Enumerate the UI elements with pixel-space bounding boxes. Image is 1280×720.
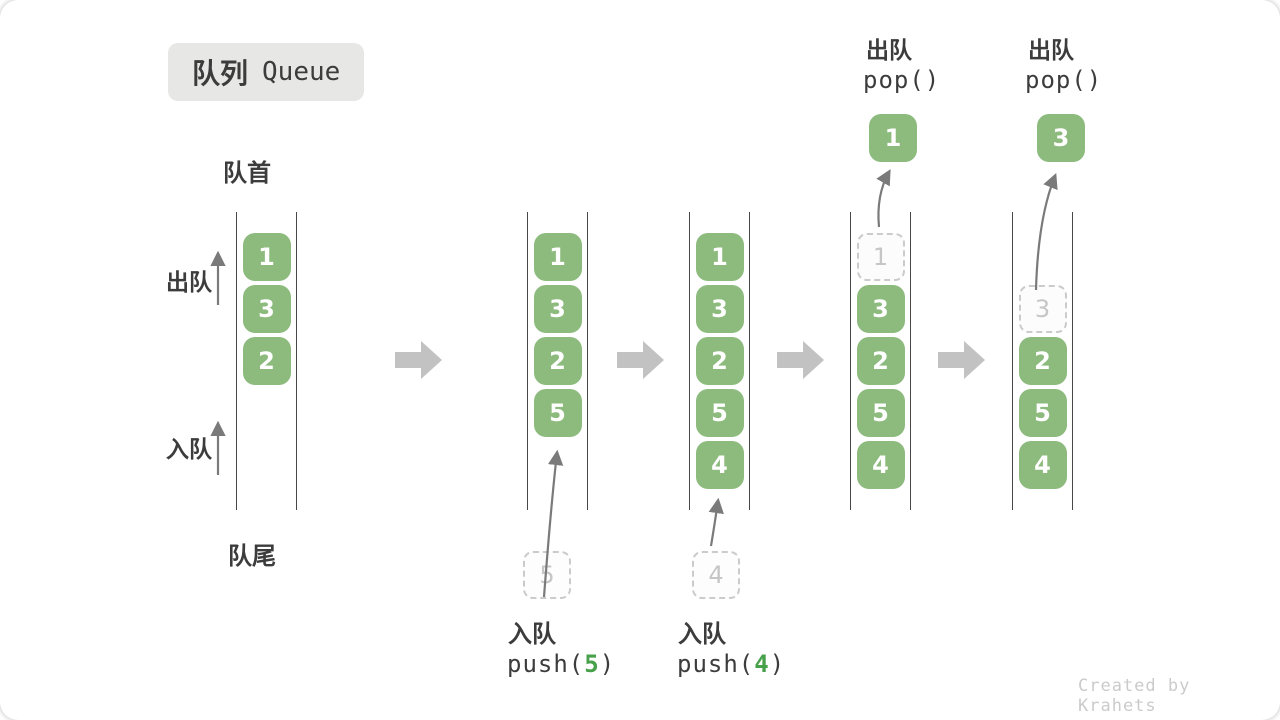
queue-column-1: 1 3 2 [236,212,297,510]
enqueue-side-label: 入队 [166,437,212,463]
value-box: 1 [242,233,291,281]
value-box: 3 [856,285,905,333]
popped-value-box: 1 [869,114,917,162]
push-code-arg: 4 [754,650,770,678]
ghost-value-box: 1 [856,233,905,281]
push-code-arg: 5 [584,650,600,678]
next-step-arrow-icon [395,341,442,379]
value-box: 2 [1018,337,1067,385]
dequeue-action-label: 出队 [866,38,912,64]
title-zh: 队列 [192,57,249,90]
value-box: 4 [1018,441,1067,489]
value-box: 3 [242,285,291,333]
value-box: 4 [695,441,744,489]
value-box: 3 [695,285,744,333]
value-box: 2 [533,337,582,385]
queue-rear-label: 队尾 [228,542,276,570]
value-box: 5 [856,389,905,437]
push-code-suffix: ) [599,650,616,678]
queue-column-5: 3 2 5 4 [1012,212,1073,510]
queue-column-4: 1 3 2 5 4 [850,212,911,510]
push-code-suffix: ) [769,650,786,678]
dequeue-side-label: 出队 [166,270,212,296]
title-badge: 队列 Queue [168,43,365,101]
value-box: 2 [856,337,905,385]
ghost-value-box: 3 [1018,285,1067,333]
dequeue-action-label: 出队 [1028,38,1074,64]
value-box: 4 [856,441,905,489]
value-box: 1 [533,233,582,281]
value-box: 1 [695,233,744,281]
next-step-arrow-icon [938,341,985,379]
pop-code-label: pop() [1025,66,1103,94]
push-code-label: push(4) [677,650,785,678]
queue-front-label: 队首 [223,159,271,187]
enqueue-action-label: 入队 [678,620,726,648]
value-box: 2 [695,337,744,385]
title-en: Queue [262,57,341,87]
next-step-arrow-icon [777,341,824,379]
value-box: 3 [533,285,582,333]
popped-value-box: 3 [1037,114,1085,162]
enqueue-action-label: 入队 [508,620,556,648]
push-code-prefix: push( [677,650,755,678]
value-box: 2 [242,337,291,385]
pop-code-label: pop() [863,66,941,94]
value-box: 5 [1018,389,1067,437]
incoming-value-box: 4 [692,551,740,599]
value-box: 5 [695,389,744,437]
push-code-label: push(5) [507,650,615,678]
queue-column-3: 1 3 2 5 4 [689,212,750,510]
incoming-value-box: 5 [523,551,571,599]
push-code-prefix: push( [507,650,585,678]
value-box: 5 [533,389,582,437]
watermark: Created by Krahets [1078,676,1191,716]
next-step-arrow-icon [617,341,664,379]
queue-column-2: 1 3 2 5 [527,212,588,510]
